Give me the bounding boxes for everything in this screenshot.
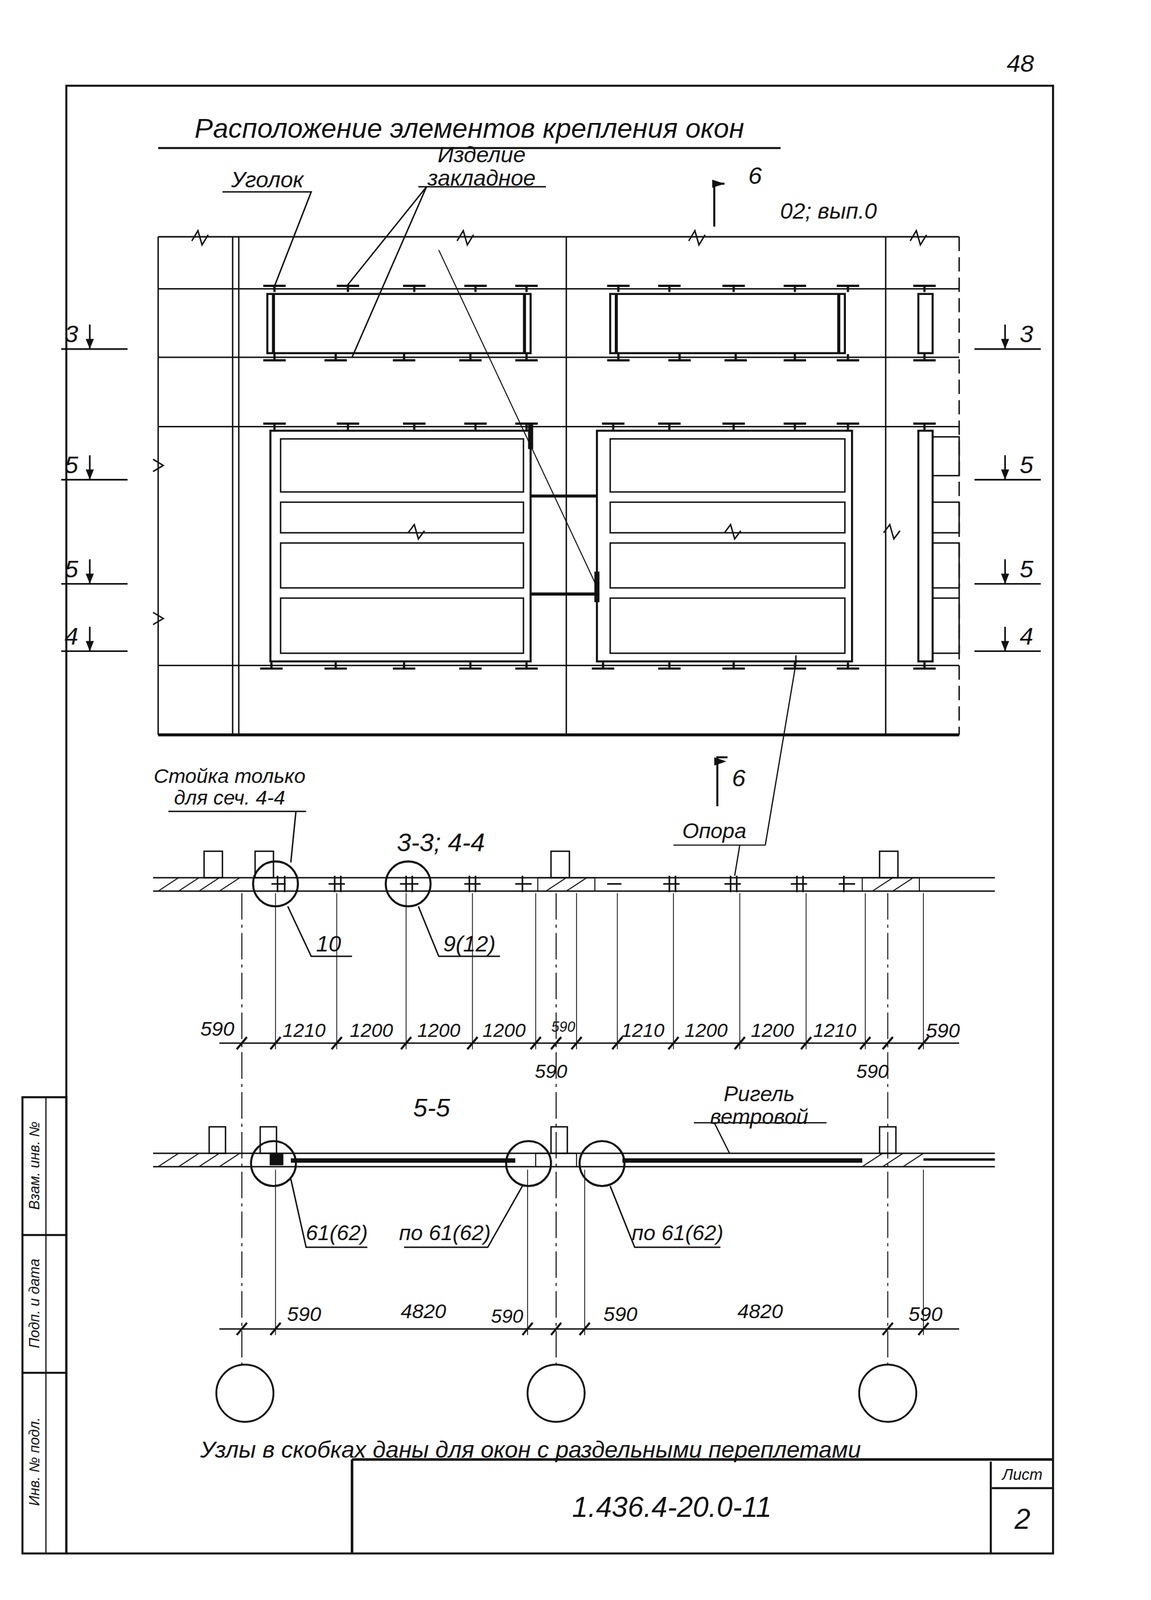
- section-reference: 02; вып.0: [780, 199, 878, 223]
- dimension: 590: [925, 1020, 960, 1042]
- section-mark: 5: [1019, 555, 1034, 582]
- dimension: 590: [490, 1306, 524, 1327]
- cell-text: 2: [1014, 1502, 1031, 1536]
- dimension: 590: [908, 1303, 943, 1326]
- callout-number: 61(62): [305, 1221, 368, 1245]
- section-mark: 6: [732, 764, 746, 791]
- section-mark: 5: [1019, 451, 1034, 478]
- callout-name: Ригель ветровой: [692, 1082, 826, 1128]
- dimension: 1200: [417, 1020, 461, 1042]
- section-title: 5-5: [413, 1093, 451, 1121]
- callout-name: Уголок: [231, 167, 304, 192]
- dimension: 1200: [684, 1020, 729, 1042]
- section-mark: 4: [64, 622, 79, 649]
- section-mark: 6: [748, 162, 763, 189]
- callout-number: по 61(62): [631, 1221, 724, 1245]
- dimension: 590: [856, 1061, 889, 1082]
- section-mark: 4: [1019, 622, 1034, 649]
- dimension: 1210: [282, 1020, 326, 1042]
- dimension: 1210: [621, 1020, 665, 1042]
- sheet-title: Расположение элементов крепления окон: [194, 113, 744, 143]
- dimension: 590: [535, 1061, 568, 1082]
- callout-number: по 61(62): [399, 1221, 491, 1245]
- dimension: 4820: [737, 1300, 784, 1323]
- callout-name: Опора: [681, 819, 747, 842]
- stamp-field: Инв. № подл.: [27, 1416, 43, 1506]
- stamp-field: Взам. инв. №: [27, 1120, 43, 1210]
- title-block-code: 1.436.4-20.0-11: [354, 1461, 990, 1553]
- dimension: 590: [200, 1017, 235, 1040]
- dimension: 1200: [750, 1020, 795, 1042]
- section-title: 3-3; 4-4: [396, 828, 485, 855]
- callout-number: 9(12): [443, 931, 496, 956]
- dimension: 590: [603, 1303, 638, 1326]
- callout-name: Изделие закладное: [415, 142, 549, 191]
- dimension: 1200: [482, 1020, 526, 1042]
- sheet-note: Узлы в скобках даны для окон с раздельны…: [200, 1436, 862, 1462]
- dimension: 4820: [400, 1300, 447, 1323]
- section-mark: 5: [64, 451, 79, 478]
- sheet-number: 48: [1006, 50, 1035, 77]
- dimension: 590: [551, 1018, 576, 1034]
- cell-text: Лист: [991, 1461, 1054, 1489]
- callout-number: 10: [315, 931, 341, 956]
- stamp-field: Подп. и дата: [27, 1258, 43, 1348]
- section-mark: 3: [1019, 321, 1034, 347]
- cell-text: 1.436.4-20.0-11: [572, 1490, 772, 1524]
- dimension: 1200: [350, 1020, 394, 1042]
- section-mark: 3: [64, 321, 79, 347]
- dimension: 590: [286, 1303, 322, 1326]
- title-block-sheet: Лист 2: [989, 1461, 1054, 1553]
- dimension: 1210: [812, 1020, 857, 1042]
- callout-name: Стойка только для сеч. 4-4: [153, 765, 307, 808]
- section-mark: 5: [64, 555, 79, 582]
